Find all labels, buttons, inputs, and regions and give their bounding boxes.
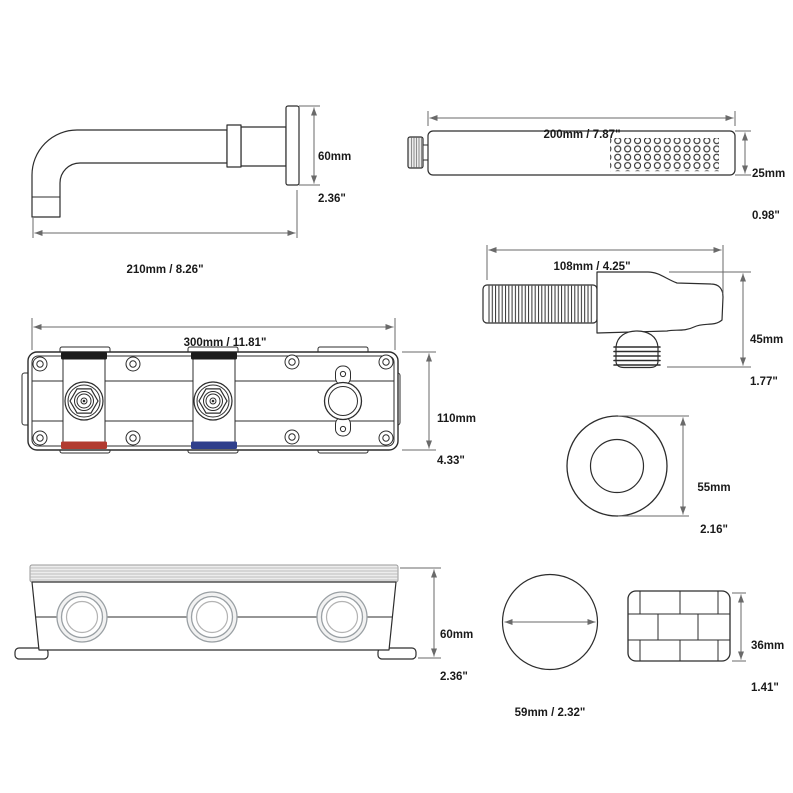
bracket-dimension-lines [732, 592, 746, 662]
cap-diameter-label: 59mm / 2.32" [514, 707, 586, 719]
bracket-diagram [627, 590, 746, 662]
tub-spout-height-label: 60mm 2.36" [318, 151, 352, 205]
spray-holes [610, 138, 719, 172]
tub-spout-diagram [31, 105, 320, 238]
hot-indicator-band [61, 441, 107, 449]
foot-left [14, 647, 49, 660]
shower-holder-diagram [482, 245, 751, 369]
holder-height-label: 45mm 1.77" [750, 334, 784, 388]
cold-valve-cartridge [193, 381, 233, 421]
shower-holder-dimension-lines [486, 245, 751, 368]
hot-valve-cartridge [64, 381, 104, 421]
bracket-height-label: 36mm 1.41" [751, 640, 785, 694]
tub-spout-length-label: 210mm / 8.26" [126, 264, 204, 276]
tub-spout-dimension-lines [32, 105, 320, 238]
hand-shower-drawing [407, 130, 736, 176]
connector-nut [407, 136, 424, 169]
valve-side-dimension-lines [400, 567, 441, 659]
tub-spout-drawing [31, 105, 300, 218]
ports [56, 591, 368, 643]
hand-shower-length-label: 200mm / 7.87" [543, 129, 621, 141]
valve-side-height-label: 60mm 2.36" [440, 629, 474, 683]
escutcheon-diagram [566, 415, 689, 517]
valve-height-label: 110mm 4.33" [437, 413, 477, 467]
valve-width-label: 300mm / 11.81" [183, 337, 267, 349]
hand-shower-diameter-label: 25mm 0.98" [752, 168, 786, 222]
trim-cap-diagram [501, 573, 599, 671]
mounting-plate-edge [29, 564, 399, 583]
escutcheon-diameter-label: 55mm 2.16" [697, 482, 731, 536]
escutcheon-dimension-lines [618, 415, 689, 517]
rough-in-valve-diagram [21, 318, 436, 454]
valve-side-diagram [14, 564, 441, 660]
wall-flange [285, 105, 300, 186]
rough-in-valve-drawing [21, 346, 401, 454]
holder-body [596, 271, 724, 334]
outlet-connector [615, 330, 659, 369]
rough-in-valve-dimension-lines [31, 318, 436, 451]
screws [32, 354, 394, 446]
shower-holder-drawing [482, 271, 724, 369]
foot-right [377, 647, 417, 660]
hand-shower-dimension-lines [427, 111, 751, 176]
escutcheon-drawing [566, 415, 668, 517]
hand-shower-diagram [407, 111, 751, 176]
bracket-drawing [627, 590, 731, 662]
holder-length-label: 108mm / 4.25" [553, 261, 631, 273]
valve-side-drawing [14, 564, 417, 660]
outlet-port [323, 365, 363, 437]
cold-indicator-band [191, 441, 237, 449]
